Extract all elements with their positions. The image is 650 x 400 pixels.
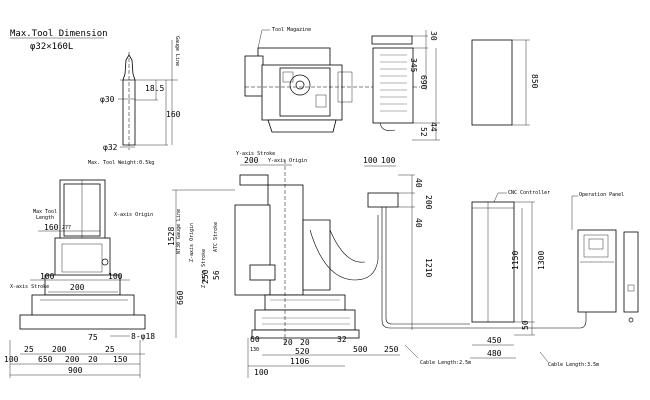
dim-52: 52 [419, 127, 428, 137]
dim-60: 60 [250, 335, 260, 344]
dim-1528: 1528 [167, 227, 176, 246]
dim-18-5: 18.5 [145, 84, 164, 93]
dim-900: 900 [68, 366, 83, 375]
dim-650: 650 [38, 355, 53, 364]
dim-200-cab: 200 [424, 195, 433, 210]
dim-100-front-c: 100 [4, 355, 19, 364]
x-axis-origin-label: X-axis Origin [114, 212, 153, 218]
dim-100-side: 100 [254, 368, 269, 377]
dim-160: 160 [166, 110, 181, 119]
dim-1300: 1300 [537, 251, 546, 270]
dim-850: 850 [530, 74, 539, 89]
dim-150: 150 [113, 355, 128, 364]
dim-50: 50 [521, 320, 530, 330]
y-axis-stroke-label: Y-axis Stroke [236, 151, 275, 157]
dim-100-cab-b: 100 [381, 156, 396, 165]
dim-480: 480 [487, 349, 502, 358]
dim-250: 250 [201, 269, 210, 284]
atc-stroke-label: ATC Stroke [213, 222, 219, 252]
cable-length-1: Cable Length:2.5m [420, 360, 471, 366]
dim-32: 32 [337, 335, 347, 344]
dim-1150: 1150 [511, 251, 520, 270]
dim-450: 450 [487, 336, 502, 345]
cable-length-2: Cable Length:3.5m [548, 362, 599, 368]
dim-160-front: 160 [44, 223, 59, 232]
top-view: Tool Magazine 30 345 69 [244, 27, 539, 141]
dim-200-a: 200 [52, 345, 67, 354]
dim-20-side-a: 20 [283, 338, 293, 347]
z-axis-stroke-label: Z-axis Stroke [201, 249, 207, 288]
cabinet-view: 100 100 40 200 40 1210 [363, 156, 587, 330]
dim-1106: 1106 [290, 357, 309, 366]
dim-690: 690 [419, 75, 428, 90]
operation-panel-view: Operation Panel Cable Length:3.5m [539, 192, 639, 368]
dim-500: 500 [353, 345, 368, 354]
tool-title: Max.Tool Dimension [10, 29, 108, 39]
tool-dimension-block: Max.Tool Dimension φ32×160L Gauge Line 1… [10, 29, 181, 166]
dim-250-b: 250 [384, 345, 399, 354]
cnc-controller-view: CNC Controller 1150 1300 50 450 480 Cabl… [404, 190, 550, 366]
dim-44: 44 [429, 122, 438, 132]
holes-8-phi-18: 8-φ18 [131, 332, 155, 341]
x-axis-stroke-label: X-axis Stroke [10, 284, 49, 290]
y-axis-stroke-value: 200 [244, 156, 259, 165]
dim-1210: 1210 [424, 258, 433, 277]
operation-panel-label: Operation Panel [579, 192, 624, 198]
dim-200-c: 200 [65, 355, 80, 364]
dim-345: 345 [409, 58, 418, 73]
dim-100-front-a: 100 [40, 272, 55, 281]
dim-56: 56 [212, 270, 221, 280]
dim-25-a: 25 [24, 345, 34, 354]
svg-text:Length: Length [36, 215, 54, 221]
dim-520: 520 [295, 347, 310, 356]
dim-25-b: 25 [105, 345, 115, 354]
dim-40-cab: 40 [414, 178, 423, 188]
dim-130: 130 [250, 347, 259, 353]
front-view: Max Tool Length X-axis Origin 160 277 10… [4, 179, 155, 378]
dim-200-front: 200 [70, 283, 85, 292]
dim-660: 660 [176, 290, 185, 305]
dim-30: 30 [429, 31, 438, 41]
dim-20: 20 [88, 355, 98, 364]
side-view: Y-axis Stroke 200 Y-axis Origin 1528 NT3… [167, 151, 400, 378]
dim-100-front-b: 100 [108, 272, 123, 281]
dim-dia-30: φ30 [100, 95, 115, 104]
dim-277: 277 [62, 225, 71, 231]
dim-dia-32: φ32 [103, 143, 118, 152]
y-axis-origin-label: Y-axis Origin [268, 158, 307, 164]
dim-40-cab-b: 40 [414, 218, 423, 228]
dim-100-cab-a: 100 [363, 156, 378, 165]
tool-size: φ32×160L [30, 42, 73, 52]
gauge-line-label: Gauge Line [174, 36, 180, 66]
cnc-controller-label: CNC Controller [508, 190, 550, 196]
max-tool-length-label: Max Tool [33, 209, 57, 215]
dim-75: 75 [88, 333, 98, 342]
dim-20-side-b: 20 [300, 338, 310, 347]
tool-weight: Max. Tool Weight:0.5kg [88, 160, 154, 166]
z-axis-origin-label: Z-axis Origin [189, 223, 195, 262]
nt30-gauge-line-label: NT30 Gauge Line [176, 209, 182, 254]
tool-magazine-label: Tool Magazine [272, 27, 311, 33]
